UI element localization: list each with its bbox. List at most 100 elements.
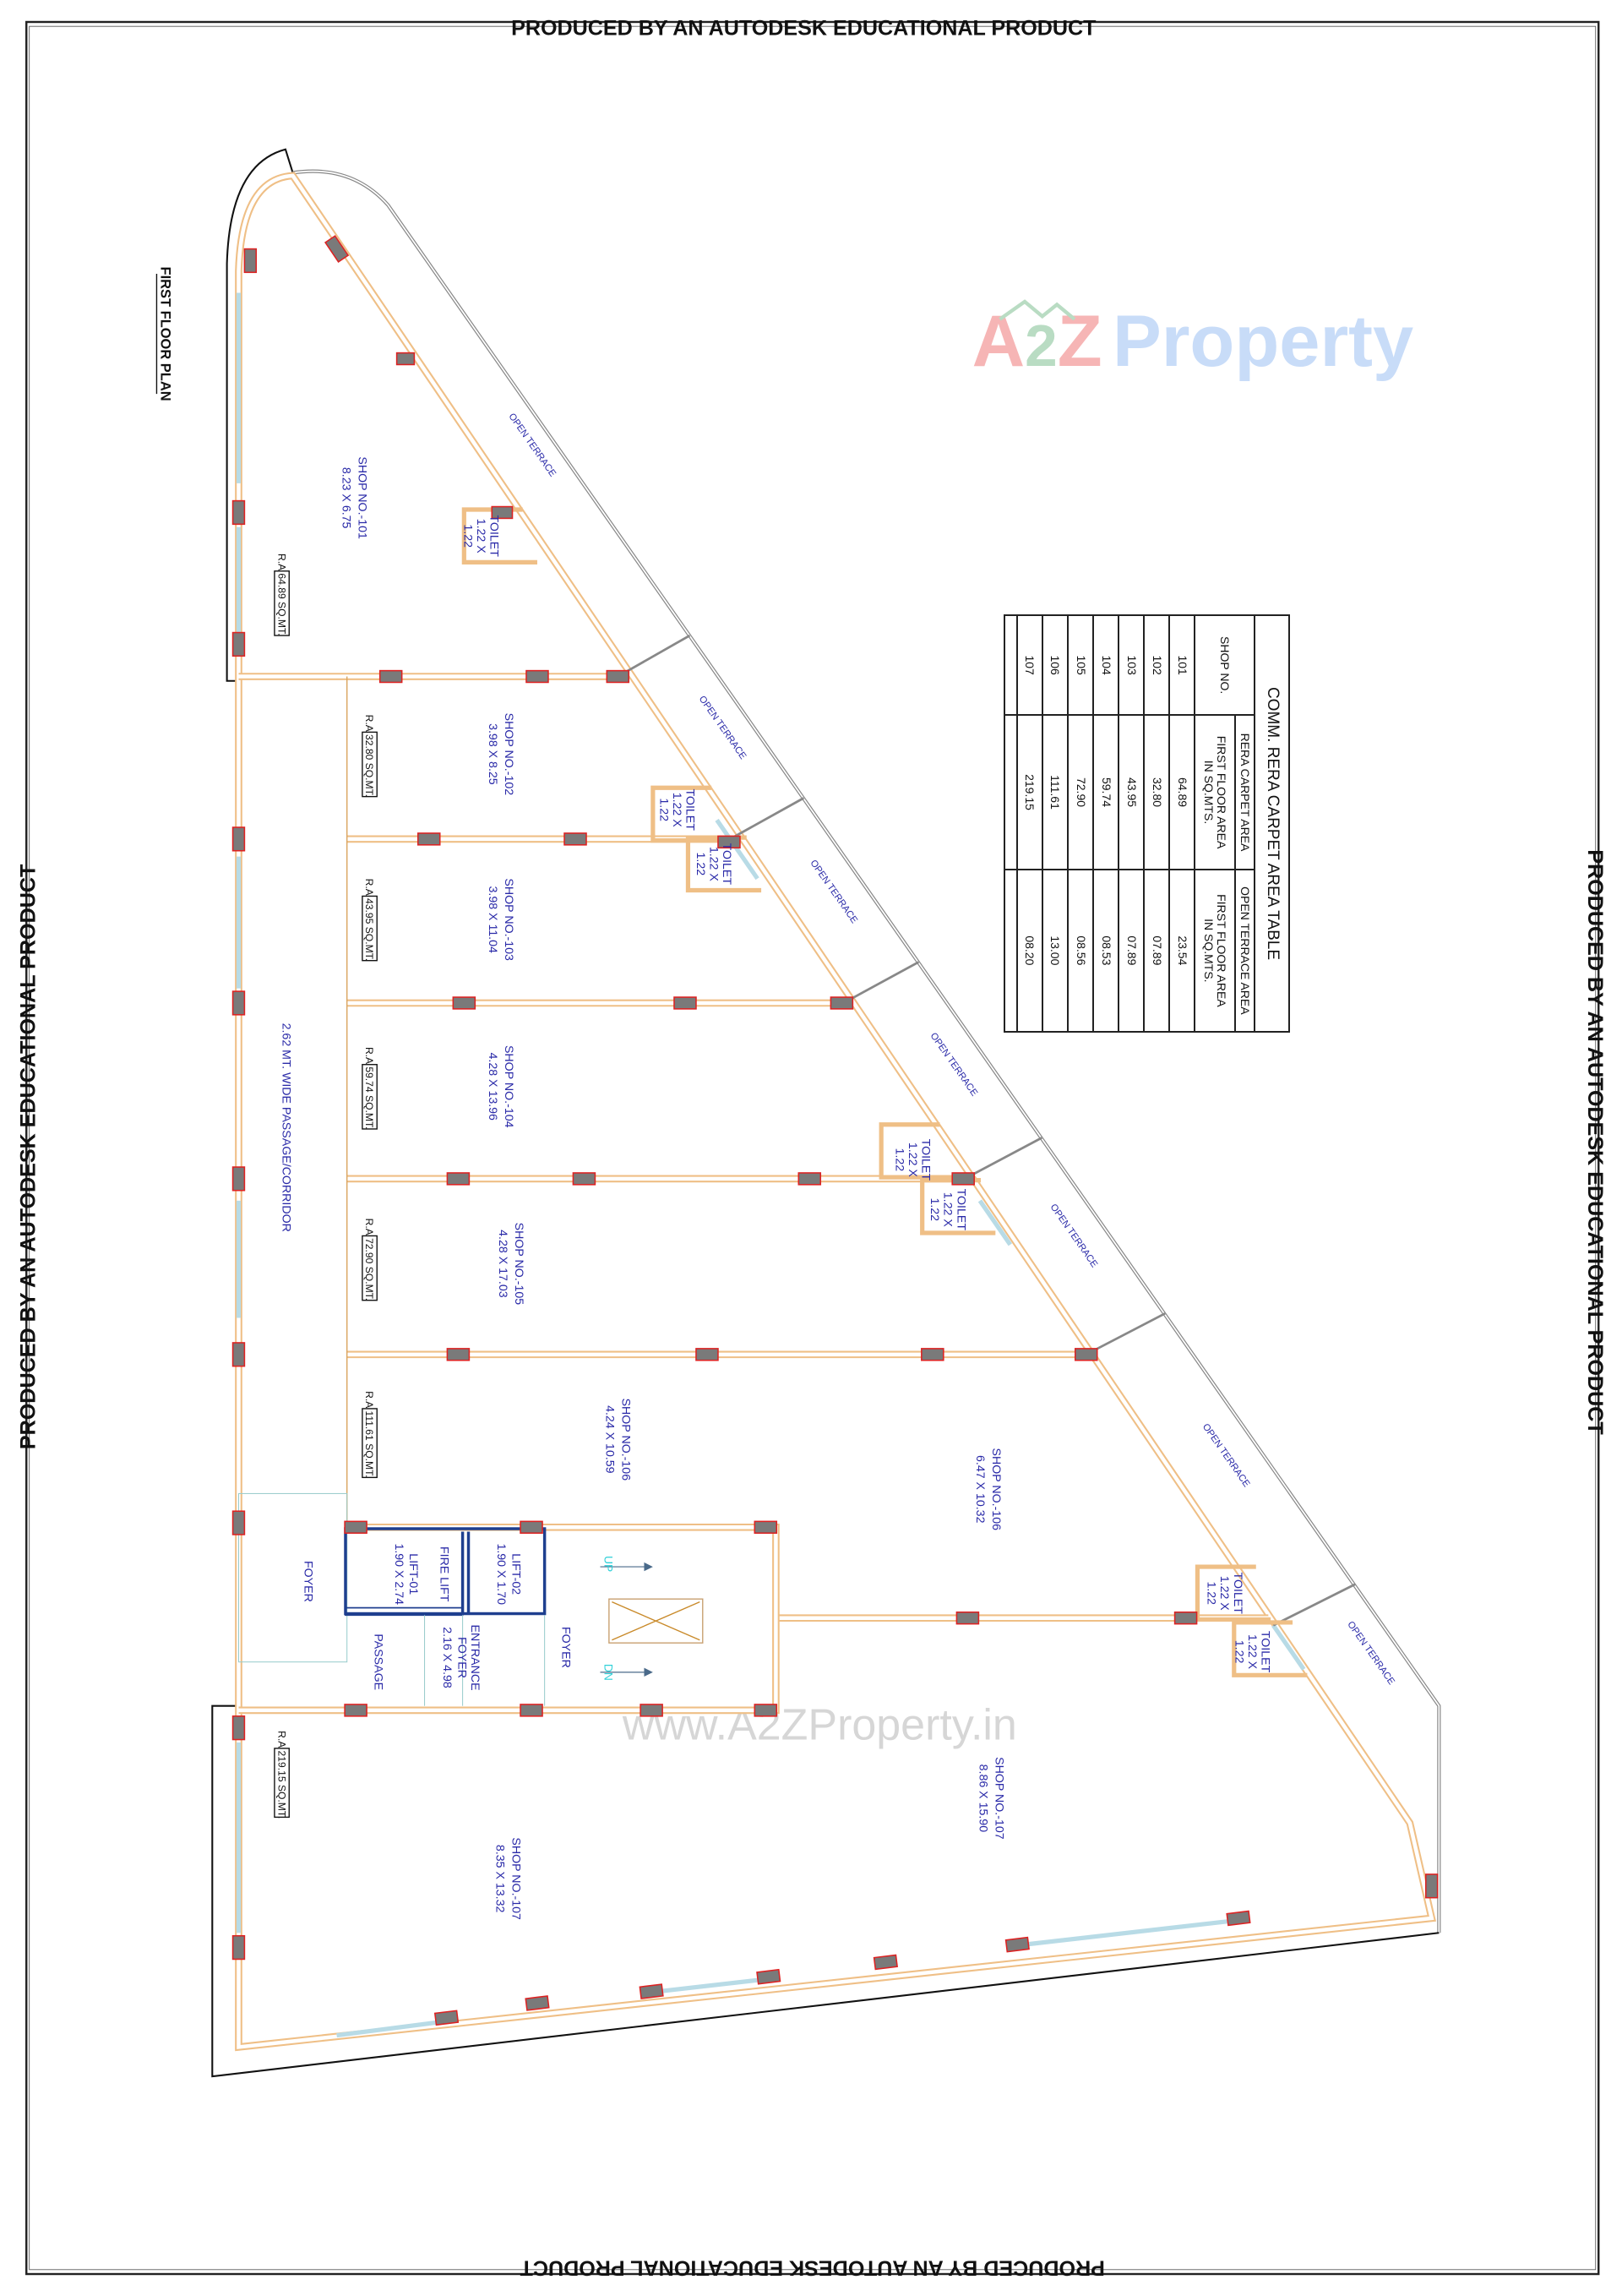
rera-carpet-area-table: COMM. RERA CARPET AREA TABLE SHOP NO. RE… [1004, 614, 1290, 1033]
columns [231, 235, 1439, 2026]
ra-prefix: R.A [363, 1219, 375, 1236]
column [395, 352, 416, 366]
window [1271, 1623, 1306, 1671]
logo-house-icon [999, 299, 1076, 321]
toilet-dims: 1.22 X [906, 1143, 919, 1178]
shop-name: SHOP NO.-104 [502, 1045, 515, 1128]
col-header-shop: SHOP NO. [1195, 615, 1255, 716]
ra-value: 64.89 SQ.MT. [275, 573, 287, 635]
logo-a2z: A2Z [972, 301, 1102, 382]
ra-prefix: R.A [363, 1391, 375, 1409]
shop-dimensions: 8.35 X 13.32 [493, 1845, 506, 1913]
ra-box [362, 1235, 378, 1301]
ra-value: 219.15 SQ.MT. [275, 1751, 287, 1819]
up-arrow-icon [644, 1562, 653, 1572]
table-cell-shop: 102 [1144, 615, 1170, 716]
table-cell-terrace: 08.53 [1093, 869, 1119, 1032]
lift-02-dims: 1.90 X 1.70 [494, 1543, 508, 1605]
column [1424, 1873, 1439, 1899]
terrace-divider [729, 797, 805, 841]
table-cell-rera: 32.80 [1144, 715, 1170, 870]
shop-dimensions: 8.86 X 15.90 [976, 1764, 989, 1833]
rera-area-tag: R.A64.89 SQ.MT. [274, 554, 290, 636]
shop-dimensions: 4.28 X 17.03 [496, 1230, 509, 1298]
shop-name: SHOP NO.-101 [356, 456, 369, 539]
toilet-wall [879, 1122, 955, 1180]
shop-name: SHOP NO.-107 [509, 1837, 523, 1920]
table-empty-cell [1004, 869, 1018, 1032]
logo-property: Property [1113, 301, 1413, 382]
column [243, 248, 258, 274]
windows [236, 292, 1306, 2038]
column [520, 1704, 543, 1717]
column [344, 1704, 367, 1717]
column [446, 1348, 471, 1361]
table-cell-shop: 105 [1068, 615, 1094, 716]
fire-lift-label: FIRE LIFT [438, 1546, 451, 1602]
table-cell-rera: 43.95 [1119, 715, 1145, 870]
foyer-label: FOYER [301, 1561, 314, 1602]
sub-header-text: FIRST FLOOR AREA [1214, 894, 1228, 1007]
column [606, 669, 630, 684]
ra-value: 111.61 SQ.MT. [363, 1411, 375, 1478]
table-empty-cell [1004, 615, 1018, 716]
terrace-outer-edge-inner [292, 170, 1440, 1933]
ra-box [362, 1408, 378, 1479]
watermark-bottom: PRODUCED BY AN AUTODESK EDUCATIONAL PROD… [520, 2255, 1105, 2279]
terrace-dividers [617, 634, 1356, 1627]
table-cell-terrace: 13.00 [1042, 869, 1069, 1032]
window [336, 2020, 440, 2038]
plot-boundary-bottom [211, 1704, 1440, 2078]
column [572, 1172, 596, 1186]
toilet-dims: 1.22 [893, 1148, 906, 1172]
table-cell-rera: 219.15 [1017, 715, 1043, 870]
outer-wall [235, 172, 1437, 2052]
outer-wall-inner [237, 173, 1434, 2049]
column [344, 1520, 367, 1535]
table-cell-terrace: 08.20 [1017, 869, 1043, 1032]
shop-name: SHOP NO.-105 [512, 1223, 525, 1306]
column [491, 505, 514, 520]
shop-name: SHOP NO.-106 [989, 1448, 1003, 1530]
table-cell-shop: 103 [1119, 615, 1145, 716]
toilet-dims: 1.22 X [1217, 1576, 1231, 1612]
column [951, 1172, 975, 1186]
table-cell-terrace: 07.89 [1144, 869, 1170, 1032]
entrance-foyer-label: ENTRANCE [468, 1624, 482, 1690]
shop-name: SHOP NO.-102 [502, 713, 515, 796]
passage-label: PASSAGE [372, 1633, 385, 1690]
ra-box [362, 731, 378, 798]
sheet-border [25, 20, 1600, 2276]
table-cell-rera: 59.74 [1093, 715, 1119, 870]
plan-title: FIRST FLOOR PLAN [155, 267, 173, 401]
table-cell-shop: 104 [1093, 615, 1119, 716]
window [715, 818, 759, 881]
column [921, 1348, 944, 1361]
col-header-terrace: OPEN TERRACE AREA [1234, 869, 1255, 1032]
column [640, 1704, 663, 1717]
shop-dimensions: 3.98 X 11.04 [486, 886, 499, 953]
table-cell-rera: 64.89 [1169, 715, 1195, 870]
column [416, 832, 441, 846]
column [452, 996, 476, 1010]
column [717, 835, 741, 849]
window [658, 1977, 762, 1994]
staircase [600, 1562, 704, 1677]
column [231, 1166, 246, 1192]
lift-01-label: LIFT-01 [406, 1553, 420, 1595]
column [525, 669, 549, 684]
col-header-rera: RERA CARPET AREA [1234, 715, 1255, 870]
column [873, 1954, 898, 1971]
column [324, 235, 350, 264]
toilet-dims: 1.22 X [706, 847, 720, 882]
sub-header-text: FIRST FLOOR AREA [1214, 735, 1228, 849]
toilet-dims: 1.22 [694, 853, 707, 876]
stair-up-label: UP [602, 1556, 616, 1572]
toilet-wall [920, 1178, 996, 1235]
window [1024, 1918, 1230, 1947]
